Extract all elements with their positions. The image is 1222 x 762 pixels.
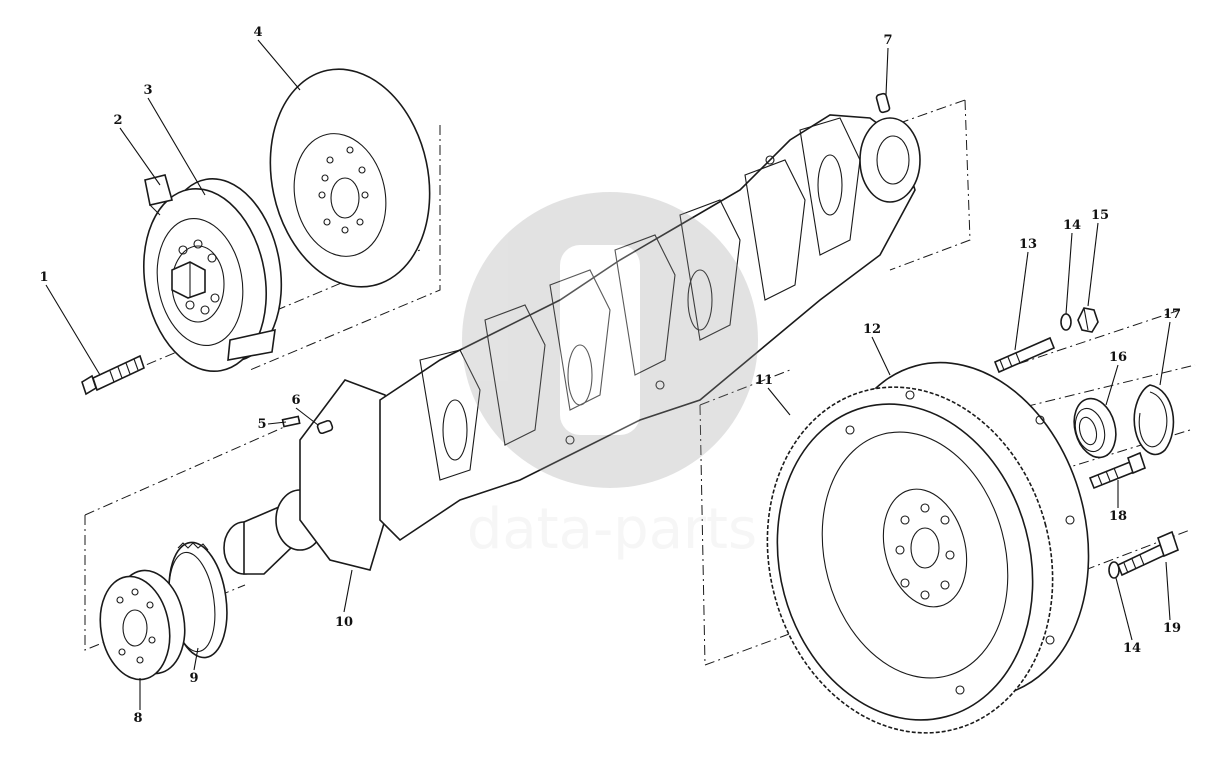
watermark: data-parts xyxy=(462,192,758,562)
callout-8: 8 xyxy=(133,711,142,726)
callout-4: 4 xyxy=(253,25,262,40)
crankshaft-pulley xyxy=(142,178,283,372)
flywheel-bolt-long xyxy=(1116,530,1179,577)
crankshaft xyxy=(223,114,921,575)
dowel-pins xyxy=(281,415,334,435)
gear-hub xyxy=(99,569,186,681)
hex-nut xyxy=(1077,307,1099,333)
callout-3: 3 xyxy=(143,83,152,98)
flywheel xyxy=(766,361,1090,734)
callout-12: 12 xyxy=(863,322,881,337)
callout-15: 15 xyxy=(1091,208,1109,223)
callout-18: 18 xyxy=(1109,509,1127,524)
callout-6: 6 xyxy=(291,393,300,408)
washers xyxy=(1060,313,1120,579)
callout-2: 2 xyxy=(113,113,122,128)
callout-17: 17 xyxy=(1163,307,1181,322)
callout-7: 7 xyxy=(883,33,892,48)
pulley-bolt xyxy=(81,354,145,396)
callout-5: 5 xyxy=(257,417,266,432)
callout-14-bottom: 14 xyxy=(1123,641,1141,656)
timing-pointer-bracket xyxy=(144,174,276,361)
flywheel-stud xyxy=(993,336,1056,374)
callout-16: 16 xyxy=(1109,350,1127,365)
pilot-bearing xyxy=(1073,397,1117,459)
callout-10: 10 xyxy=(335,615,353,630)
watermark-text: data-parts xyxy=(467,497,757,562)
leader-lines xyxy=(45,39,1171,710)
callout-19: 19 xyxy=(1163,621,1181,636)
callout-9: 9 xyxy=(189,671,198,686)
callout-11: 11 xyxy=(755,373,773,388)
rear-pin xyxy=(875,92,891,114)
callout-1: 1 xyxy=(39,270,48,285)
callout-13: 13 xyxy=(1019,237,1037,252)
callout-labels: 1 2 3 4 5 6 7 8 9 10 11 12 13 14 15 16 1… xyxy=(39,25,1181,726)
snap-ring xyxy=(1133,384,1175,456)
flywheel-bolt xyxy=(1088,451,1146,490)
damper-disc xyxy=(269,68,431,288)
watermark-mark xyxy=(560,245,640,435)
callout-14-top: 14 xyxy=(1063,218,1081,233)
